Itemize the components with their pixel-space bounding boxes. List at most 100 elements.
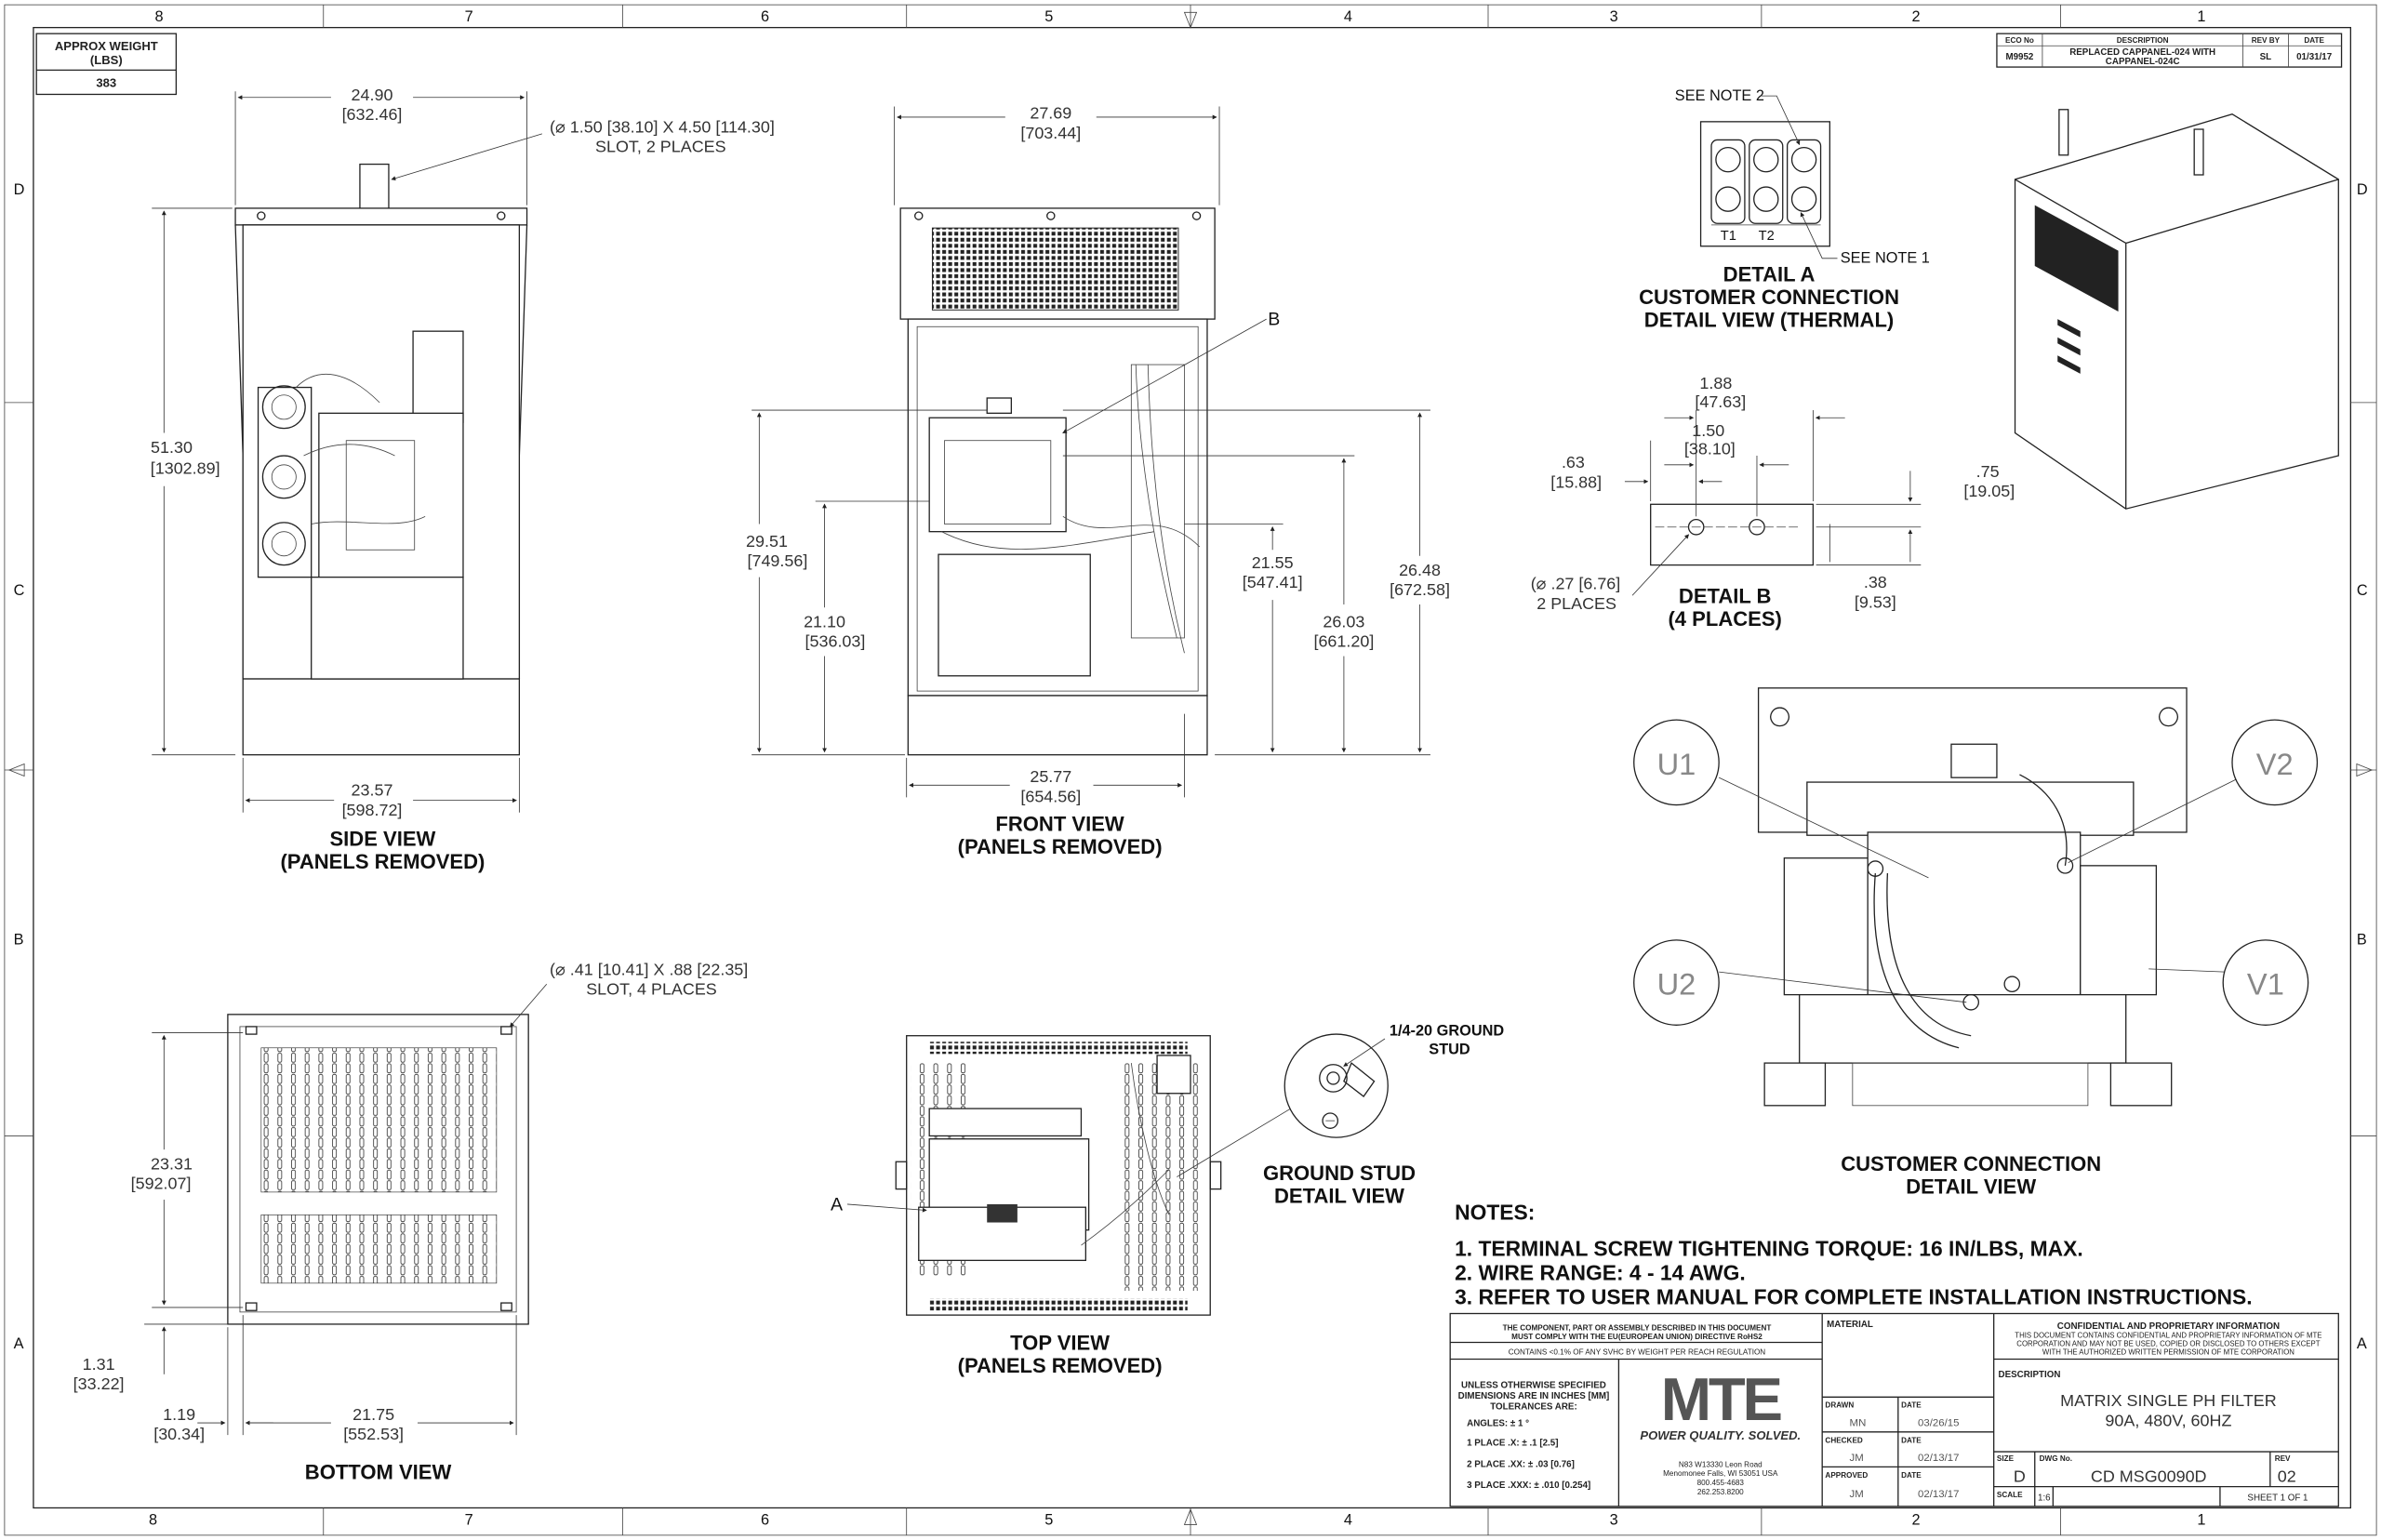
column-label: 3: [1610, 1511, 1618, 1528]
dim-b-63: .63: [1562, 453, 1585, 471]
dim-b-hole: (⌀ .27 [6.76]: [1531, 575, 1621, 593]
column-label: 1: [2197, 8, 2205, 25]
dim-bottom-1-19-mm: [30.34]: [153, 1425, 205, 1443]
rev-description: CAPPANEL-024C: [2106, 57, 2180, 67]
confidential-text: THIS DOCUMENT CONTAINS CONFIDENTIAL AND …: [2015, 1332, 2321, 1340]
column-label: 8: [149, 1511, 157, 1528]
dim-bottom-w: 21.75: [352, 1405, 394, 1424]
phone: 262.253.8200: [1697, 1488, 1744, 1496]
dim-front-21-10: 21.10: [804, 613, 845, 631]
see-note-2: SEE NOTE 2: [1675, 87, 1764, 104]
bottom-slot-note: (⌀ .41 [10.41] X .88 [22.35]: [550, 960, 748, 978]
row-label: D: [14, 181, 25, 198]
checked-by: JM: [1850, 1453, 1864, 1464]
see-note-1: SEE NOTE 1: [1841, 250, 1930, 267]
title-block: THE COMPONENT, PART OR ASSEMBLY DESCRIBE…: [1449, 1312, 2339, 1507]
dim-b-63-mm: [15.88]: [1550, 472, 1602, 491]
row-label: B: [14, 932, 24, 949]
dim-front-width-mm: [703.44]: [1020, 124, 1081, 142]
dim-side-height-mm: [1302.89]: [151, 459, 220, 478]
dim-front-26-48-mm: [672.58]: [1390, 580, 1450, 599]
dim-front-29-mm: [749.56]: [747, 551, 807, 570]
row-label: C: [14, 582, 25, 599]
rev-by: SL: [2260, 52, 2272, 62]
note-item: 3. REFER TO USER MANUAL FOR COMPLETE INS…: [1455, 1285, 2252, 1309]
tolerance-1place: 1 PLACE .X: ± .1 [2.5]: [1467, 1439, 1558, 1449]
weight-unit: (LBS): [90, 53, 123, 67]
mte-tagline: POWER QUALITY. SOLVED.: [1640, 1428, 1801, 1442]
dim-bottom-w-mm: [552.53]: [343, 1425, 404, 1443]
dim-bottom-1-31-mm: [33.22]: [73, 1374, 125, 1393]
callout-a: A: [831, 1194, 844, 1215]
description-line: 90A, 480V, 60HZ: [2105, 1411, 2231, 1429]
terminal-t2: T2: [1759, 229, 1775, 244]
isometric-view: [2014, 109, 2339, 510]
column-label: 1: [2197, 1511, 2205, 1528]
dim-front-26-03-mm: [661.20]: [1313, 632, 1374, 651]
customer-connection-title: DETAIL VIEW: [1906, 1175, 2036, 1199]
ground-stud-note: 1/4-20 GROUND: [1390, 1023, 1505, 1040]
front-view-title: FRONT VIEW: [995, 812, 1124, 835]
row-label: C: [2357, 582, 2368, 599]
dim-front-width: 27.69: [1030, 104, 1071, 123]
dim-b-1-50: 1.50: [1692, 421, 1724, 440]
date-label: DATE: [1901, 1436, 1922, 1444]
dim-b-1-88-mm: [47.63]: [1695, 392, 1746, 411]
detail-b-title: (4 PLACES): [1668, 607, 1781, 631]
note-item: 1. TERMINAL SCREW TIGHTENING TORQUE: 16 …: [1455, 1236, 2083, 1260]
column-label: 7: [465, 8, 473, 25]
column-label: 6: [761, 1511, 769, 1528]
size-label: SIZE: [1997, 1454, 2015, 1463]
detail-a: T1 T2 SEE NOTE 2 SEE NOTE 1 DETAIL A CUS…: [1639, 87, 1930, 331]
dim-b-38: .38: [1864, 573, 1887, 591]
weight-value: 383: [96, 75, 116, 89]
notes-heading: NOTES:: [1455, 1200, 1535, 1224]
top-view: A TOP VIEW (PANELS REMOVED) 1/4-20 GROUN…: [831, 1023, 1504, 1377]
tolerance-header: UNLESS OTHERWISE SPECIFIED: [1461, 1380, 1606, 1390]
column-label: 2: [1912, 1511, 1921, 1528]
dim-bottom-1-31: 1.31: [83, 1355, 115, 1374]
row-label: A: [2357, 1335, 2367, 1352]
dim-side-height: 51.30: [151, 438, 193, 457]
rev-eco: M9952: [2005, 52, 2033, 62]
ground-stud-title: DETAIL VIEW: [1274, 1184, 1404, 1207]
weight-header: APPROX WEIGHT: [55, 39, 158, 53]
customer-connection-title: CUSTOMER CONNECTION: [1841, 1152, 2101, 1175]
label-u2: U2: [1657, 967, 1696, 1002]
notes: NOTES: 1. TERMINAL SCREW TIGHTENING TORQ…: [1455, 1200, 2252, 1308]
drawn-by: MN: [1850, 1417, 1867, 1428]
detail-a-title: DETAIL VIEW (THERMAL): [1644, 308, 1894, 331]
dim-b-38-mm: [9.53]: [1855, 592, 1896, 611]
dim-b-hole-count: 2 PLACES: [1536, 594, 1616, 613]
confidential-title: CONFIDENTIAL AND PROPRIETARY INFORMATION: [2057, 1321, 2280, 1332]
tolerance-header: DIMENSIONS ARE IN INCHES [MM]: [1458, 1391, 1610, 1401]
front-view: B 27.69 [703.44] 29.51 [749.56] 21.10 [5…: [746, 104, 1450, 858]
dwg-label: DWG No.: [2040, 1454, 2072, 1463]
rev-header: REV BY: [2252, 36, 2281, 45]
detail-a-title: CUSTOMER CONNECTION: [1639, 285, 1899, 309]
sheet-number: SHEET 1 OF 1: [2247, 1493, 2308, 1503]
dim-side-base-mm: [598.72]: [342, 801, 403, 819]
drawing-number: CD MSG0090D: [2091, 1467, 2207, 1486]
top-view-subtitle: (PANELS REMOVED): [958, 1354, 1163, 1377]
drawn-label: DRAWN: [1825, 1401, 1854, 1410]
dim-front-base: 25.77: [1030, 767, 1071, 786]
customer-connection-view: U1 V2 U2 V1 CUSTOMER CONNECTION DETAIL V…: [1633, 687, 2319, 1199]
column-label: 4: [1344, 8, 1352, 25]
note-item: 2. WIRE RANGE: 4 - 14 AWG.: [1455, 1261, 1746, 1285]
material-label: MATERIAL: [1827, 1320, 1873, 1330]
rev-header: ECO No: [2005, 36, 2034, 45]
dim-front-base-mm: [654.56]: [1020, 787, 1081, 805]
dim-side-width-mm: [632.46]: [342, 105, 403, 124]
dim-side-width: 24.90: [352, 86, 393, 104]
description-label: DESCRIPTION: [1999, 1370, 2061, 1380]
drawn-date: 03/26/15: [1918, 1417, 1959, 1428]
rohs-text: MUST COMPLY WITH THE EU(EUROPEAN UNION) …: [1511, 1333, 1762, 1341]
size-value: D: [2014, 1467, 2026, 1486]
rev-date: 01/31/17: [2296, 52, 2333, 62]
description-line: MATRIX SINGLE PH FILTER: [2060, 1391, 2277, 1410]
checked-label: CHECKED: [1825, 1436, 1862, 1444]
bottom-view: (⌀ .41 [10.41] X .88 [22.35] SLOT, 4 PLA…: [73, 960, 749, 1483]
dim-front-21-55: 21.55: [1252, 553, 1294, 572]
